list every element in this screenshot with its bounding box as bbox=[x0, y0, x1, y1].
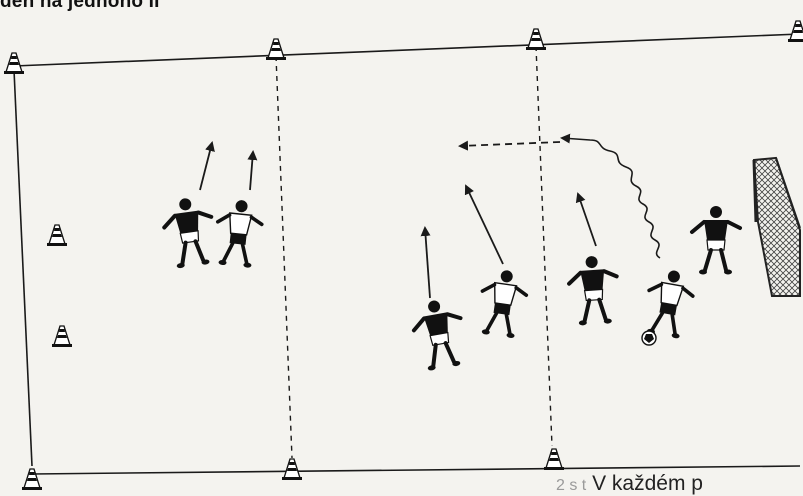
player-icon bbox=[567, 254, 620, 326]
caption-main: V každém p bbox=[592, 472, 703, 495]
cone-icon bbox=[4, 53, 24, 74]
players bbox=[161, 195, 740, 372]
cone-icon bbox=[788, 21, 803, 42]
player-icon bbox=[477, 267, 530, 339]
field-outline bbox=[14, 34, 800, 474]
pass-arrow bbox=[460, 142, 560, 146]
cone-icon bbox=[22, 469, 42, 490]
ball-icon bbox=[642, 331, 656, 345]
player-icon bbox=[409, 296, 468, 372]
dribble-arrow bbox=[562, 138, 660, 258]
caption-faded: 2 s t bbox=[556, 477, 586, 494]
run-arrow bbox=[578, 194, 596, 246]
run-arrow bbox=[250, 152, 253, 190]
run-arrow bbox=[466, 186, 503, 264]
zone-dividers bbox=[276, 46, 552, 458]
cone-icon bbox=[266, 39, 286, 60]
run-arrow bbox=[425, 228, 430, 298]
cone-icon bbox=[282, 459, 302, 480]
cone-icon bbox=[52, 326, 72, 347]
cone-icon bbox=[47, 225, 67, 246]
cones bbox=[4, 21, 803, 490]
player-icon bbox=[213, 198, 264, 269]
player-icon bbox=[642, 267, 697, 340]
run-arrow bbox=[200, 143, 212, 190]
caption-text: 2 s t V každém p bbox=[556, 472, 703, 496]
player-icon bbox=[161, 195, 218, 270]
cone-icon bbox=[526, 29, 546, 50]
goalkeeper-icon bbox=[692, 206, 740, 275]
cone-icon bbox=[544, 449, 564, 470]
goal-icon bbox=[754, 158, 800, 296]
